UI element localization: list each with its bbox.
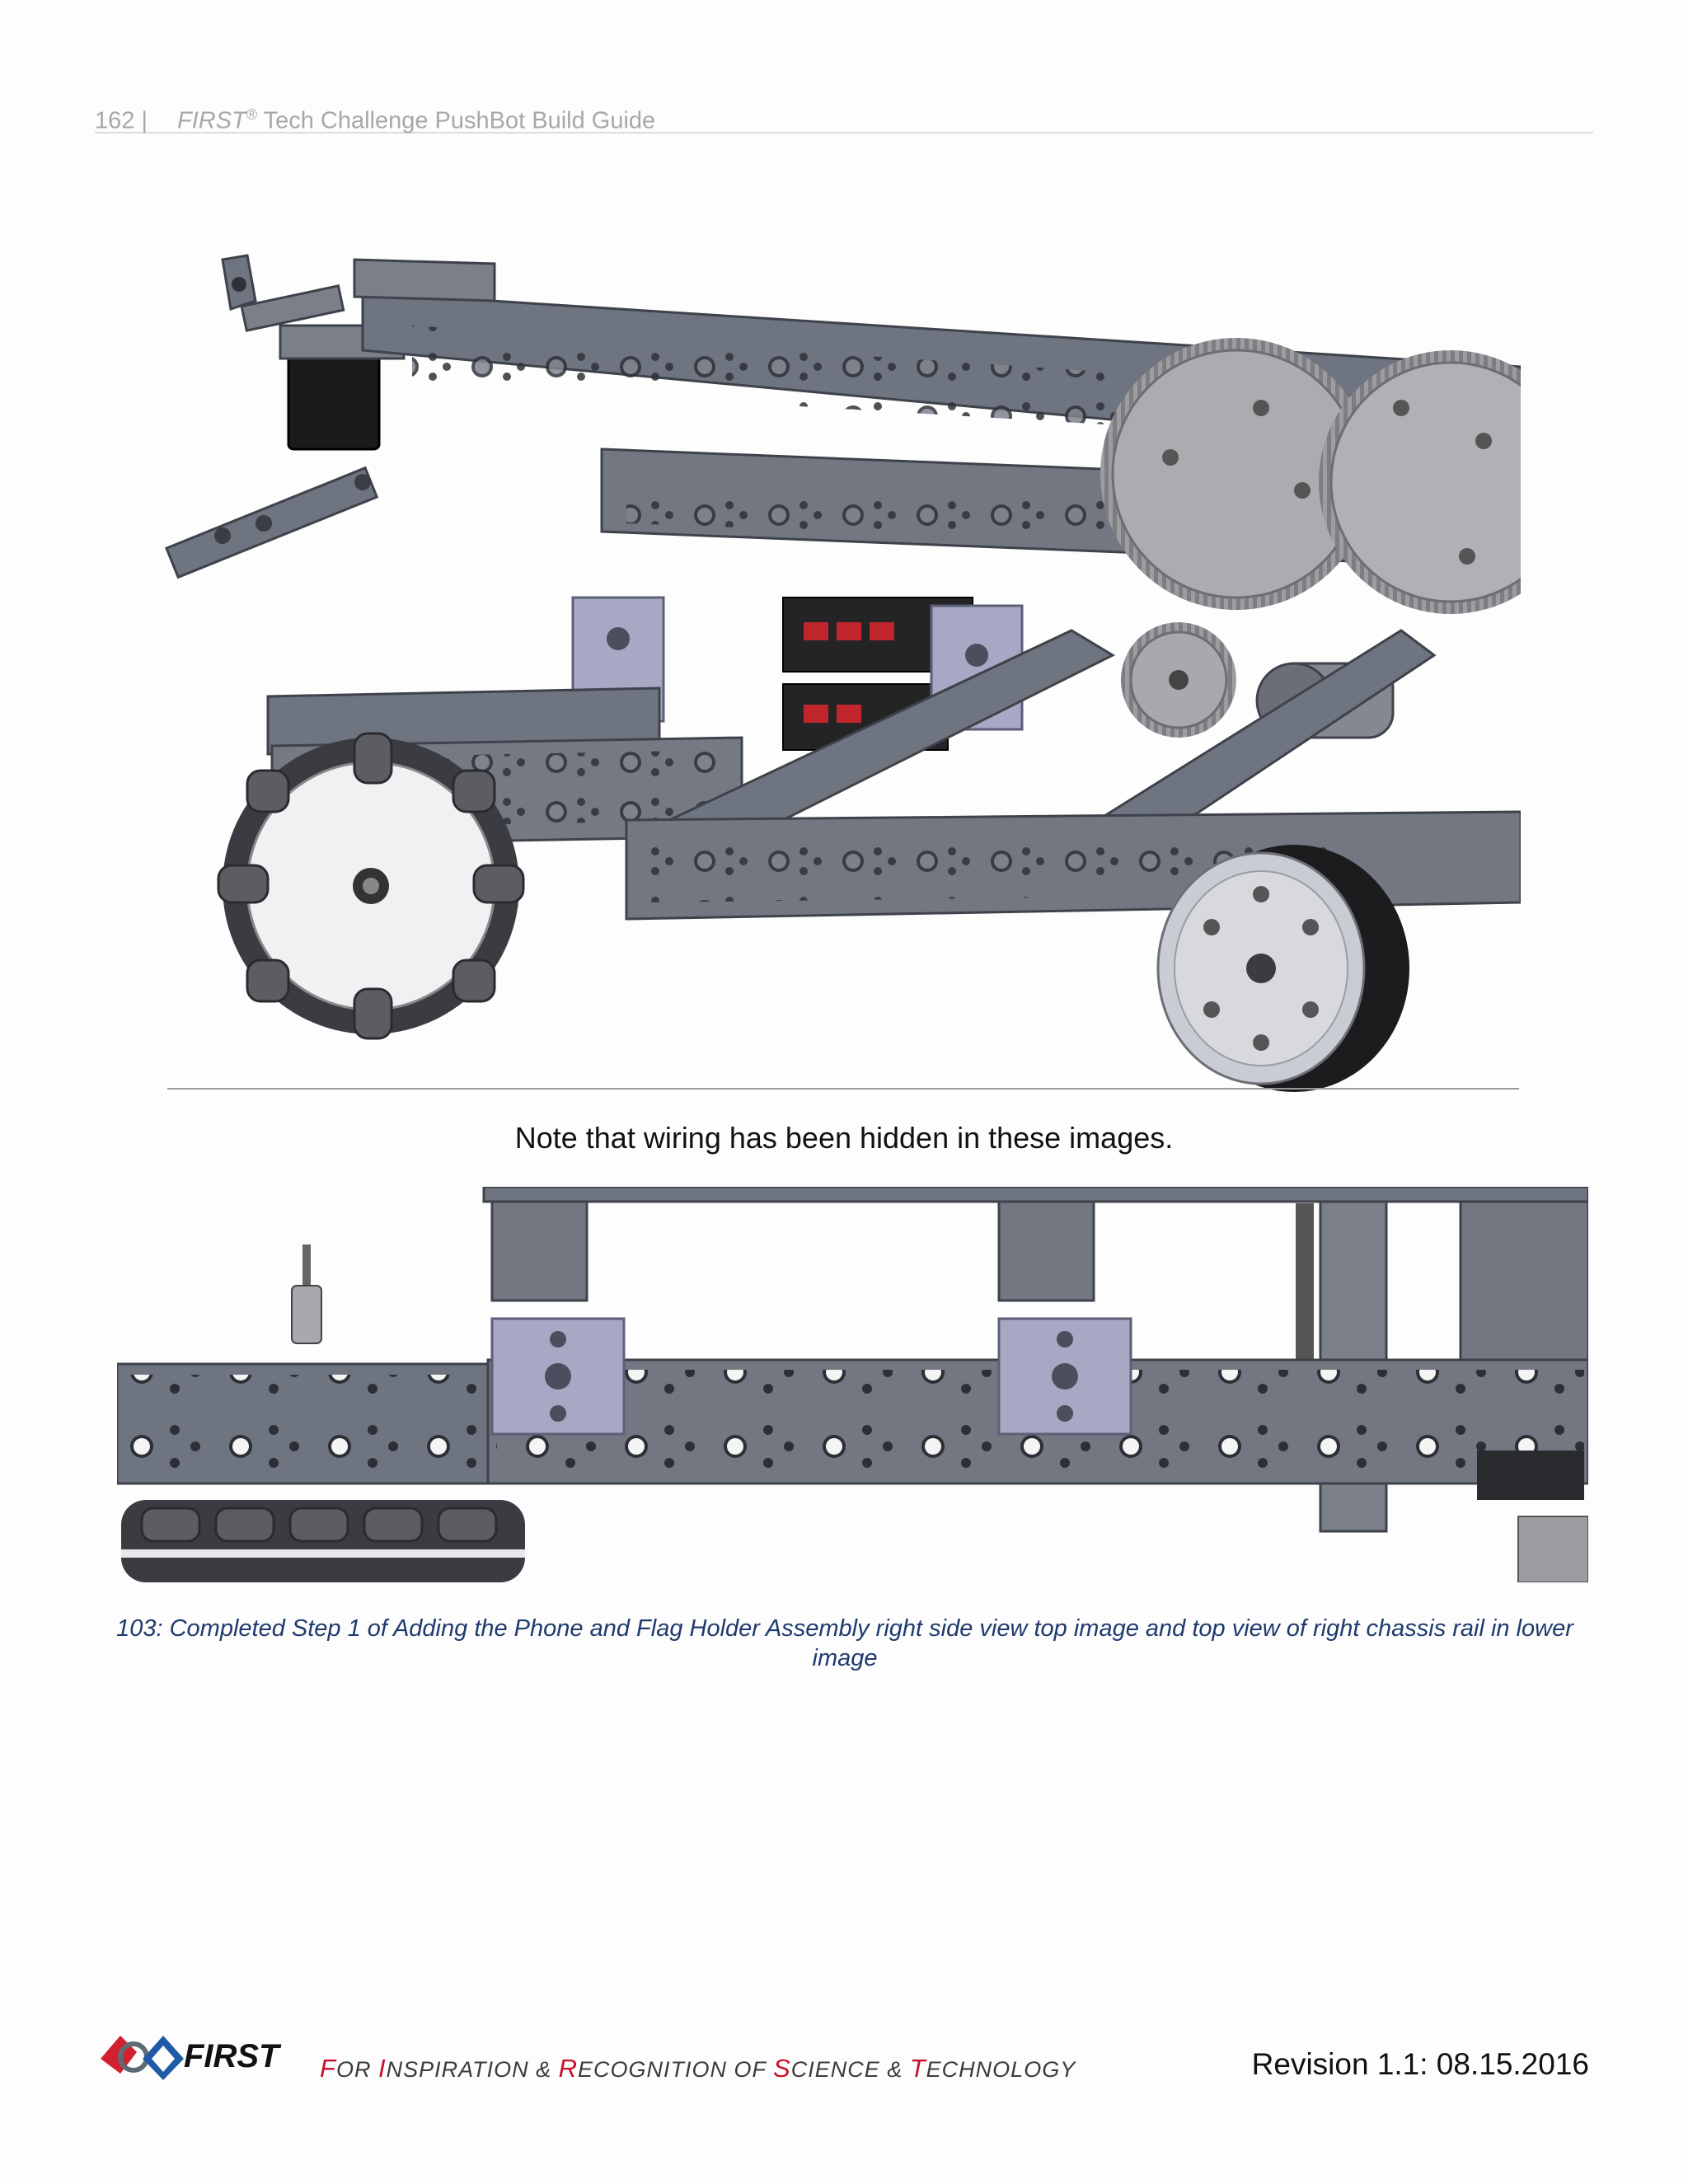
first-mark: FIRST — [176, 107, 246, 134]
phone-shaft — [1296, 1203, 1314, 1368]
footer-tagline: FOR INSPIRATION & RECOGNITION OF SCIENCE… — [320, 2054, 1076, 2083]
figure-caption: 103: Completed Step 1 of Adding the Phon… — [116, 1615, 1573, 1671]
gear-large-right — [1319, 350, 1521, 614]
revision-label: Revision 1.1: 08.15.2016 — [1251, 2047, 1589, 2081]
robot-side-view-drawing — [165, 254, 1521, 1092]
upright-mid — [997, 1200, 1095, 1302]
gear-small — [1121, 622, 1236, 738]
chassis-rail-top-view-image — [117, 1187, 1588, 1582]
page-header: 162 | FIRST® Tech Challenge PushBot Build… — [95, 97, 1593, 134]
omni-wheel-top-view — [121, 1500, 525, 1582]
top-plate — [482, 1187, 1588, 1203]
upright-left — [490, 1200, 588, 1302]
flag-shaft — [302, 1244, 311, 1286]
omni-wheel — [217, 732, 525, 1040]
guide-title: Tech Challenge PushBot Build Guide — [263, 107, 656, 134]
robot-side-view-image — [165, 243, 1521, 1092]
traction-wheel — [1156, 845, 1409, 1092]
chassis-rail-drawing — [117, 1187, 1588, 1582]
page-number: 162 | — [95, 107, 148, 134]
logo-wordmark: FIRST — [184, 2038, 282, 2074]
servo-motor — [287, 349, 381, 451]
motor-shadow — [1477, 1451, 1584, 1500]
registered-mark: ® — [246, 106, 258, 123]
figure-divider — [167, 1088, 1519, 1090]
wiring-note: Note that wiring has been hidden in thes… — [514, 1121, 1174, 1155]
first-logo: FIRST — [101, 2036, 282, 2080]
gear-large-left — [1100, 338, 1372, 610]
